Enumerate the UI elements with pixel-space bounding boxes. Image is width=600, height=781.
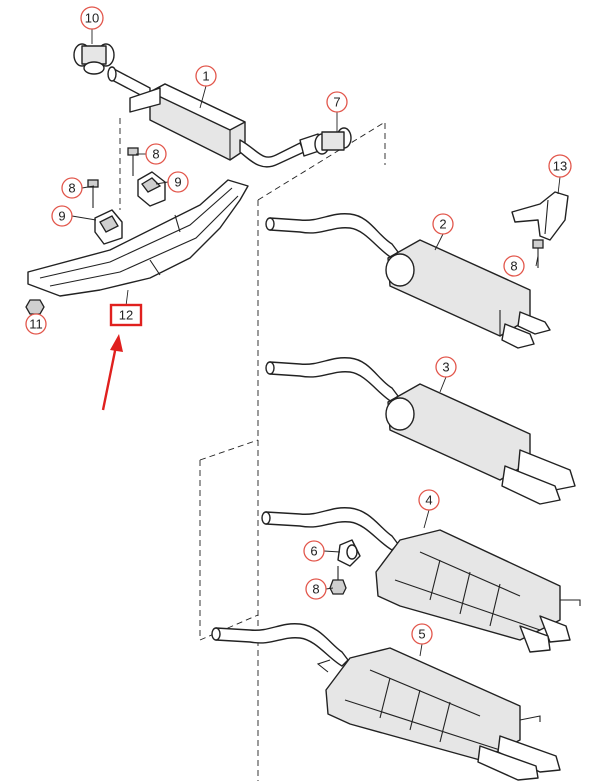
callout-5: 5 [411,623,433,645]
clamp-part-10 [73,43,115,75]
callout-11: 11 [25,313,47,335]
svg-text:9: 9 [174,175,181,190]
svg-text:9: 9 [58,209,65,224]
bracket-part-13 [511,191,569,268]
front-muffler-part-1 [107,66,305,168]
clamp-part-7 [299,127,352,157]
svg-text:10: 10 [85,11,99,26]
callout-8-bracket: 8 [503,255,525,277]
callout-10: 10 [80,6,104,30]
rubber-hanger-part-9b [137,171,166,207]
svg-text:8: 8 [68,181,75,196]
svg-text:8: 8 [510,259,517,274]
svg-text:12: 12 [119,308,133,323]
svg-text:4: 4 [425,493,432,508]
callout-8-left: 8 [61,177,83,199]
rear-muffler-part-2 [265,213,551,349]
svg-text:5: 5 [418,627,425,642]
bolt-part-8b [127,147,139,176]
leader-lines [35,28,561,657]
heat-shield-part-12 [27,179,249,297]
svg-text:8: 8 [152,147,159,162]
callout-9-right: 9 [167,171,189,193]
svg-text:6: 6 [310,544,317,559]
callout-8-top: 8 [145,143,167,165]
callout-2: 2 [432,213,454,235]
svg-text:11: 11 [29,317,43,332]
clamp-part-6 [337,539,361,567]
rear-muffler-part-3 [265,357,576,505]
rear-silencer-part-5 [211,623,561,781]
bolt-part-8c [329,566,347,595]
callout-1: 1 [195,65,217,87]
svg-text:8: 8 [312,582,319,597]
rear-silencer-part-4 [261,507,581,653]
svg-text:3: 3 [442,360,449,375]
assembly-guide-lines [119,118,386,781]
callout-6: 6 [303,540,325,562]
callout-12-highlighted: 12 [109,303,143,327]
svg-text:13: 13 [553,159,567,174]
callout-3: 3 [435,356,457,378]
callout-4: 4 [418,489,440,511]
svg-text:2: 2 [439,217,446,232]
callout-7: 7 [326,91,348,113]
rubber-hanger-part-9a [94,209,123,245]
callout-9-left: 9 [51,205,73,227]
bolt-part-8a [87,179,99,208]
red-pointer-arrow [101,334,123,411]
svg-text:7: 7 [333,95,340,110]
svg-text:1: 1 [202,69,209,84]
callout-8-lower: 8 [305,578,327,600]
callout-13: 13 [548,154,572,178]
nut-part-11 [25,299,45,315]
